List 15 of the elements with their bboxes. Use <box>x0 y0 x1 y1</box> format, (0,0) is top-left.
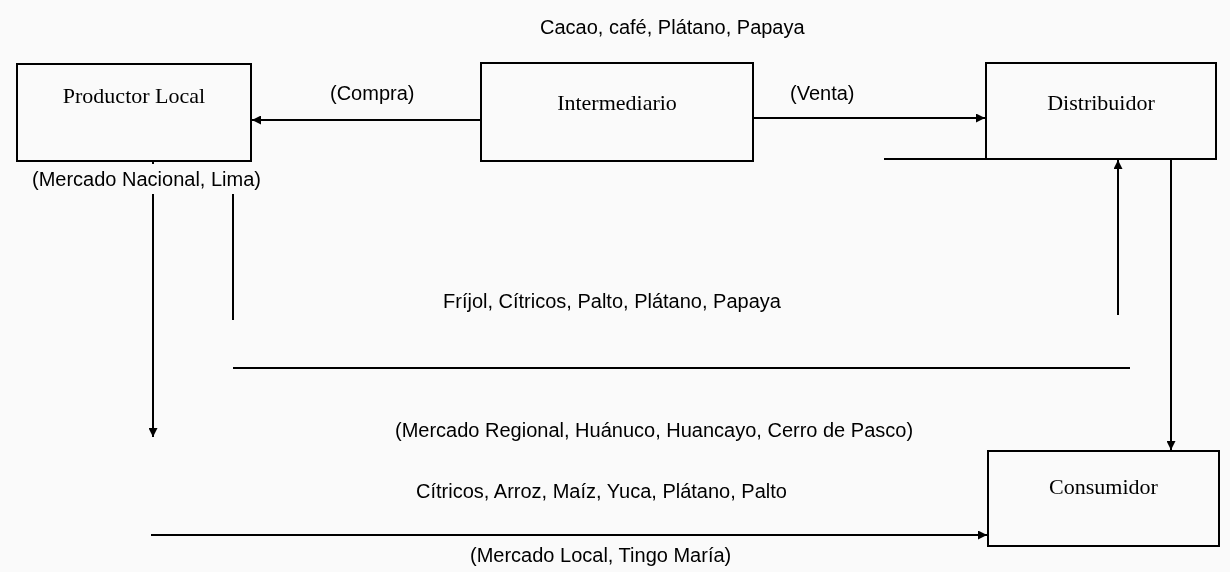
box-label: Intermediario <box>556 89 678 117</box>
arrow <box>753 113 986 123</box>
box-label: Distribuidor <box>1046 89 1156 117</box>
box-label: Consumidor <box>1048 473 1159 501</box>
arrow <box>150 530 988 540</box>
process-box <box>985 62 1217 160</box>
process-box <box>987 450 1220 547</box>
arrow <box>251 115 481 125</box>
process-box <box>480 62 754 162</box>
arrow <box>148 161 158 438</box>
box-label: Productor Local <box>61 82 207 110</box>
arrow <box>1113 159 1123 316</box>
process-box <box>16 63 252 162</box>
arrow <box>1166 159 1176 451</box>
product-note: (Mercado Nacional, Lima) <box>32 164 261 194</box>
